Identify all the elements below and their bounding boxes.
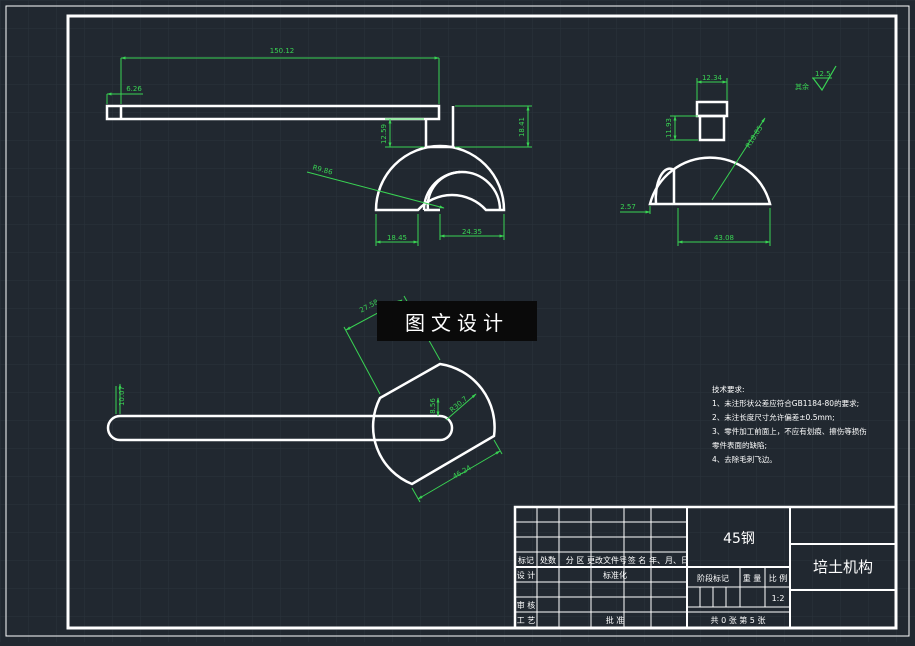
front-view-dims (106, 56, 532, 246)
tech-note-2: 2、未注长度尺寸允许偏差±0.5mm; (712, 412, 835, 422)
dim-total-height: 18.41 (518, 117, 526, 137)
top-view-rod (106, 414, 454, 442)
dim-overall-length: 150.12 (270, 47, 295, 55)
tech-notes-title: 技术要求: (712, 384, 745, 394)
tb-standardize: 标准化 (603, 570, 627, 580)
side-view (648, 100, 772, 206)
dim-stem-width: 12.34 (702, 74, 723, 82)
tb-signature: 签 名 (628, 555, 647, 565)
side-view-dome (648, 156, 772, 206)
tb-mark: 标记 (518, 555, 534, 565)
tech-note-3: 3、零件加工前面上，不应有划痕、擦伤等损伤 (712, 426, 867, 436)
side-view-stem (698, 114, 726, 142)
front-view-arch (374, 144, 506, 212)
dim-rod-width: 10.07 (118, 386, 126, 406)
inner-border (66, 14, 898, 630)
dim-stem-height: 12.59 (380, 124, 388, 144)
tb-scale-value: 1:2 (772, 594, 785, 603)
surface-finish-value: 12.5 (815, 70, 831, 78)
surface-finish-symbol: 12.5 其余 (795, 65, 837, 92)
tb-sheets: 共 0 张 第 5 张 (711, 615, 766, 625)
dim-base-width: 43.08 (714, 234, 734, 242)
dim-inner-size: 8.56 (429, 398, 437, 414)
top-view-head (371, 362, 496, 486)
tb-zone: 分 区 (566, 556, 585, 565)
tb-weight-label: 重 量 (743, 573, 762, 583)
dim-end-width: 6.26 (126, 85, 142, 93)
tb-process: 工 艺 (517, 616, 536, 625)
outer-border (5, 5, 910, 637)
tb-date: 年、月、日 (649, 555, 689, 565)
tech-notes: 技术要求: 1、未注形状公差应符合GB1184-80的要求; 2、未注长度尺寸允… (712, 384, 867, 464)
tb-scale-label: 比 例 (769, 573, 788, 583)
tb-review: 审 核 (517, 600, 536, 610)
tb-stage-label: 阶段标记 (697, 573, 729, 583)
top-view (106, 362, 496, 486)
surface-finish-label: 其余 (795, 82, 809, 91)
dim-side-stem-height: 11.93 (665, 118, 673, 138)
dim-right-width: 24.35 (462, 228, 482, 236)
side-view-dims (620, 78, 771, 246)
tb-doc: 更改文件号 (587, 555, 627, 565)
title-block: 标记 处数 分 区 更改文件号 签 名 年、月、日 设 计 标准化 审 核 工 … (513, 505, 898, 630)
tb-part-name: 培土机构 (813, 558, 873, 576)
tb-design: 设 计 (517, 570, 536, 580)
watermark-label: 图文设计 (377, 301, 537, 341)
tb-approve: 批 准 (606, 615, 625, 625)
tech-note-5: 4、去除毛刺飞边。 (712, 454, 777, 464)
tech-note-4: 零件表面的缺陷; (712, 440, 767, 450)
dim-offset: 2.57 (620, 203, 636, 211)
dim-left-width: 18.45 (387, 234, 407, 242)
tech-note-1: 1、未注形状公差应符合GB1184-80的要求; (712, 398, 859, 408)
tb-material: 45钢 (723, 531, 755, 547)
tb-count: 处数 (540, 555, 556, 565)
front-view-rod (105, 104, 441, 121)
